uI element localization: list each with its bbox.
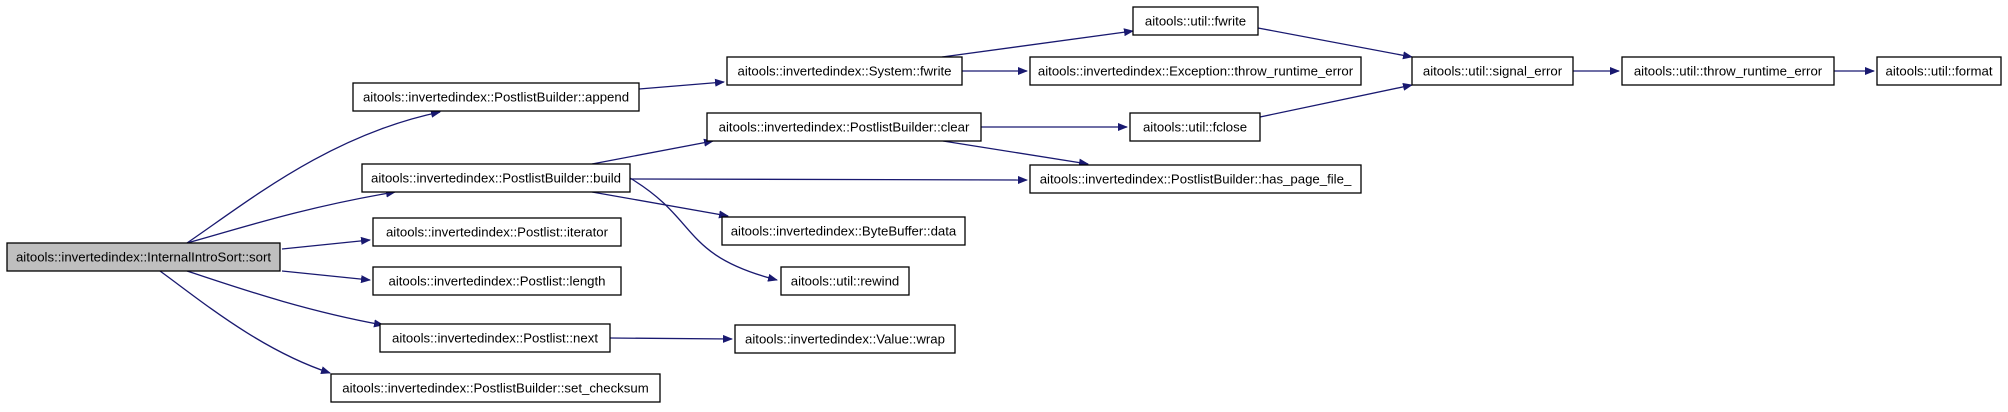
node-label: aitools::invertedindex::Postlist::iterat… (386, 225, 609, 240)
node-box (1029, 164, 1362, 194)
edge-util_fwrite-to-signal_error (1257, 27, 1413, 60)
node-set-checksum[interactable]: aitools::invertedindex::PostlistBuilder:… (330, 373, 661, 403)
node-box (330, 373, 661, 403)
node-label: aitools::invertedindex::PostlistBuilder:… (371, 171, 621, 186)
node-exc-throw[interactable]: aitools::invertedindex::Exception::throw… (1029, 56, 1362, 86)
edge-line (186, 270, 384, 328)
edge-line (942, 140, 1089, 167)
edge-clear-to-has_page_file (942, 140, 1089, 167)
node-clear[interactable]: aitools::invertedindex::PostlistBuilder:… (706, 112, 982, 142)
edge-sys_fwrite-to-util_fwrite (941, 28, 1134, 58)
node-append[interactable]: aitools::invertedindex::PostlistBuilder:… (352, 82, 640, 112)
node-signal-error[interactable]: aitools::util::signal_error (1411, 56, 1574, 86)
edge-line (591, 191, 729, 219)
edge-build-to-rewind (629, 177, 778, 282)
edge-sort-to-build (186, 189, 396, 244)
edge-line (1259, 82, 1413, 118)
node-box (706, 112, 982, 142)
edge-sort-to-iterator (281, 236, 371, 250)
edge-line (159, 270, 331, 374)
node-label: aitools::invertedindex::Exception::throw… (1038, 64, 1354, 79)
edge-line (609, 334, 733, 343)
node-util-throw[interactable]: aitools::util::throw_runtime_error (1621, 56, 1835, 86)
node-box (1621, 56, 1835, 86)
edge-sort-to-append (186, 109, 441, 244)
edge-fclose-to-signal_error (1259, 82, 1413, 118)
edge-sort-to-length (281, 270, 371, 284)
node-label: aitools::invertedindex::System::fwrite (737, 64, 951, 79)
node-label: aitools::invertedindex::PostlistBuilder:… (719, 120, 970, 135)
node-build[interactable]: aitools::invertedindex::PostlistBuilder:… (361, 163, 631, 193)
node-label: aitools::invertedindex::PostlistBuilder:… (342, 381, 648, 396)
node-box (372, 217, 622, 247)
node-box (734, 324, 956, 354)
node-box (1029, 56, 1362, 86)
node-format[interactable]: aitools::util::format (1876, 56, 2002, 86)
node-label: aitools::invertedindex::Postlist::length (389, 274, 606, 289)
node-box (1411, 56, 1574, 86)
node-rewind[interactable]: aitools::util::rewind (780, 266, 910, 296)
edge-line (186, 189, 396, 244)
node-box (780, 266, 910, 296)
node-box (361, 163, 631, 193)
node-label: aitools::invertedindex::ByteBuffer::data (731, 224, 957, 239)
node-sys-fwrite[interactable]: aitools::invertedindex::System::fwrite (726, 56, 963, 86)
node-label: aitools::util::format (1885, 64, 1992, 79)
node-box (721, 216, 966, 246)
edge-next-to-wrap (609, 334, 733, 343)
edge-line (638, 78, 725, 90)
edge-build-to-data (591, 191, 729, 219)
node-box (372, 266, 622, 296)
node-box (1132, 6, 1259, 36)
node-label: aitools::util::fwrite (1145, 14, 1246, 29)
node-box (6, 242, 281, 272)
node-label: aitools::invertedindex::PostlistBuilder:… (1040, 172, 1352, 187)
edge-line (941, 28, 1134, 58)
node-util-fwrite[interactable]: aitools::util::fwrite (1132, 6, 1259, 36)
edge-line (281, 270, 371, 284)
edge-sort-to-next (186, 270, 384, 328)
edge-append-to-sys_fwrite (638, 78, 725, 90)
node-fclose[interactable]: aitools::util::fclose (1129, 112, 1261, 142)
node-iterator[interactable]: aitools::invertedindex::Postlist::iterat… (372, 217, 622, 247)
node-length[interactable]: aitools::invertedindex::Postlist::length (372, 266, 622, 296)
edge-line (591, 138, 714, 165)
edge-line (281, 236, 371, 250)
node-label: aitools::invertedindex::PostlistBuilder:… (363, 90, 629, 105)
edge-line (629, 177, 778, 282)
edge-sort-to-set_checksum (159, 270, 331, 374)
node-box (1876, 56, 2002, 86)
node-next[interactable]: aitools::invertedindex::Postlist::next (379, 323, 611, 353)
edge-line (1257, 27, 1413, 60)
node-box (352, 82, 640, 112)
node-label: aitools::invertedindex::InternalIntroSor… (16, 250, 271, 265)
edge-build-to-clear (591, 138, 714, 165)
node-label: aitools::invertedindex::Postlist::next (392, 331, 598, 346)
node-box (726, 56, 963, 86)
node-label: aitools::util::throw_runtime_error (1634, 64, 1823, 79)
edge-line (186, 109, 441, 244)
edge-build-to-has_page_file (629, 175, 1028, 184)
node-wrap[interactable]: aitools::invertedindex::Value::wrap (734, 324, 956, 354)
node-label: aitools::util::signal_error (1423, 64, 1563, 79)
node-label: aitools::invertedindex::Value::wrap (745, 332, 945, 347)
node-box (1129, 112, 1261, 142)
node-label: aitools::util::rewind (791, 274, 899, 289)
node-has-page-file[interactable]: aitools::invertedindex::PostlistBuilder:… (1029, 164, 1362, 194)
node-data[interactable]: aitools::invertedindex::ByteBuffer::data (721, 216, 966, 246)
edge-line (629, 175, 1028, 184)
node-label: aitools::util::fclose (1143, 120, 1247, 135)
node-box (379, 323, 611, 353)
node-sort[interactable]: aitools::invertedindex::InternalIntroSor… (6, 242, 281, 272)
